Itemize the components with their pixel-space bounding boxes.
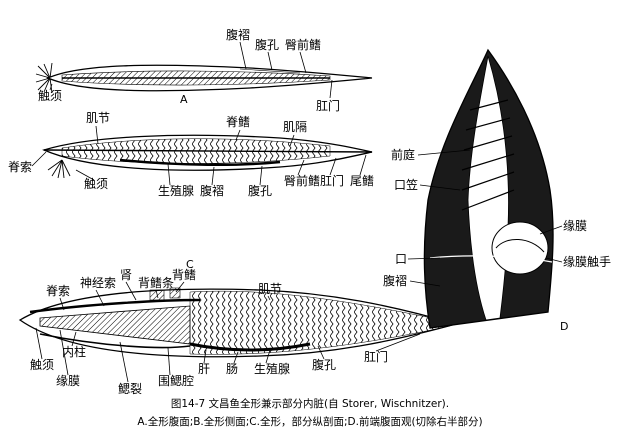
- panel-a-letter: A: [180, 93, 188, 106]
- label-b-dorsal-fin: 脊鳍: [226, 115, 250, 129]
- panel-d-letter: D: [560, 320, 568, 333]
- label-a-cirri: 触须: [38, 89, 62, 103]
- label-b-notochord: 脊索: [8, 160, 32, 174]
- panel-b-labels: 肌节 脊鳍 肌隔 脊索 触须 生殖腺 腹褶 腹孔 臀前鳍 肛门 尾鳍: [8, 111, 374, 198]
- label-b-anus: 肛门: [320, 173, 344, 188]
- label-b-myomere: 肌节: [86, 111, 110, 125]
- label-c-liver: 肝: [198, 362, 210, 376]
- label-c-endostyle: 内柱: [62, 344, 86, 359]
- label-c-gonad: 生殖腺: [254, 361, 290, 376]
- figure-caption-line2: A.全形腹面;B.全形侧面;C.全形，部分纵剖面;D.前端腹面观(切除右半部分): [137, 416, 483, 428]
- label-c-cirri: 触须: [30, 358, 54, 372]
- label-c-atriopore: 腹孔: [312, 358, 336, 372]
- panel-b-cirri-drawing: [47, 159, 71, 179]
- panel-c-drawing: [18, 287, 459, 358]
- panel-d-drawing: [423, 48, 554, 329]
- figure-caption-line1: 图14-7 文昌鱼全形兼示部分内脏(自 Storer, Wischnitzer)…: [170, 398, 450, 410]
- label-a-preanal-fin: 臀前鳍: [285, 37, 321, 52]
- label-c-anus: 肛门: [364, 349, 388, 364]
- panel-a-labels: 腹褶 腹孔 臀前鳍 触须 A 肛门: [38, 27, 340, 113]
- label-b-atriopore: 腹孔: [248, 184, 272, 198]
- label-c-atrium: 围鳃腔: [158, 373, 194, 388]
- panel-a-drawing: [35, 62, 373, 94]
- label-a-anus: 肛门: [316, 98, 340, 113]
- label-a-atriopore: 腹孔: [255, 38, 279, 52]
- label-c-gill-slit: 鳃裂: [118, 382, 142, 396]
- label-d-oral-hood: 口笠: [394, 177, 418, 192]
- panel-c-letter: C: [186, 258, 194, 271]
- label-c-dorsal-fin: 背鳍: [172, 268, 196, 282]
- label-d-ventral-fold: 腹褶: [383, 273, 407, 288]
- label-c-kidney: 肾: [120, 268, 132, 282]
- label-d-velum: 缘膜: [563, 219, 587, 233]
- panel-d-labels: 前庭 口笠 缘膜 口 缘膜触手 腹褶 D: [383, 147, 611, 333]
- label-c-notochord: 脊索: [46, 284, 70, 298]
- label-b-preanal-fin: 臀前鳍: [284, 173, 320, 188]
- label-b-cirri: 触须: [84, 177, 108, 191]
- label-c-nerve-cord: 神经索: [80, 276, 116, 290]
- label-d-velar-tentacle: 缘膜触手: [563, 255, 611, 269]
- label-c-fin-ray: 背鳍条: [138, 276, 174, 290]
- label-d-vestibule: 前庭: [391, 147, 415, 162]
- label-b-ventral-fold: 腹褶: [200, 183, 224, 198]
- panel-a-cirri-drawing: [35, 62, 53, 94]
- panel-c-labels: 脊索 神经索 肾 背鳍条 背鳍 肌节 触须 内柱 缘膜 鳃裂 围鳃腔 肝 肠 生…: [30, 258, 421, 396]
- label-a-ventral-fold: 腹褶: [226, 27, 250, 42]
- label-b-myoseptum: 肌隔: [283, 120, 307, 134]
- label-c-intestine: 肠: [226, 362, 238, 376]
- label-c-velum: 缘膜: [56, 374, 80, 388]
- label-b-gonad: 生殖腺: [158, 183, 194, 198]
- label-d-mouth: 口: [395, 252, 407, 266]
- label-c-myomere: 肌节: [258, 282, 282, 296]
- label-b-caudal-fin: 尾鳍: [350, 174, 374, 188]
- panel-b-drawing: [42, 134, 373, 179]
